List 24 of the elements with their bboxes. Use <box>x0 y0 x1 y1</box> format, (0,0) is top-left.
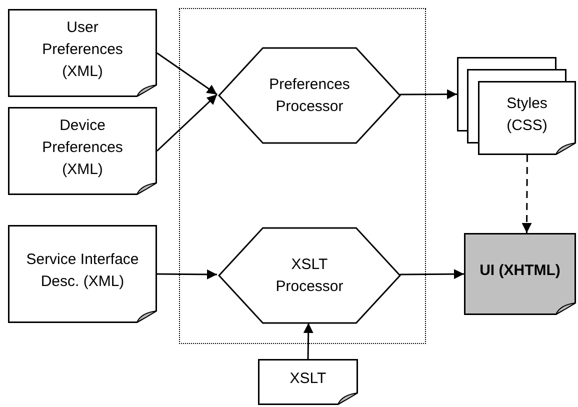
dotted-boundary <box>179 8 426 344</box>
node-label: UI (XHTML) <box>480 261 560 281</box>
node-label: Device Preferences (XML) <box>41 116 124 180</box>
arrow <box>400 89 457 100</box>
document-node <box>8 9 157 97</box>
arrow <box>156 52 218 96</box>
process-hexagon <box>218 47 401 144</box>
arrow <box>157 269 217 280</box>
node-label: User Preferences (XML) <box>41 18 124 82</box>
process-hexagon <box>218 227 401 324</box>
node-label: XSLT Processor <box>274 254 344 296</box>
document-node <box>464 233 576 315</box>
arrow <box>303 322 314 360</box>
document-node <box>258 359 358 405</box>
document-node <box>8 107 157 195</box>
document-node <box>8 225 157 323</box>
node-label: Preferences Processor <box>268 74 351 116</box>
node-label: Service Interface Desc. (XML) <box>25 250 140 292</box>
stacked-documents <box>457 57 576 155</box>
arrow <box>156 94 218 152</box>
node-label: Styles (CSS) <box>506 94 548 136</box>
arrow <box>522 155 532 233</box>
node-label: XSLT <box>290 369 326 389</box>
arrow <box>400 269 464 280</box>
